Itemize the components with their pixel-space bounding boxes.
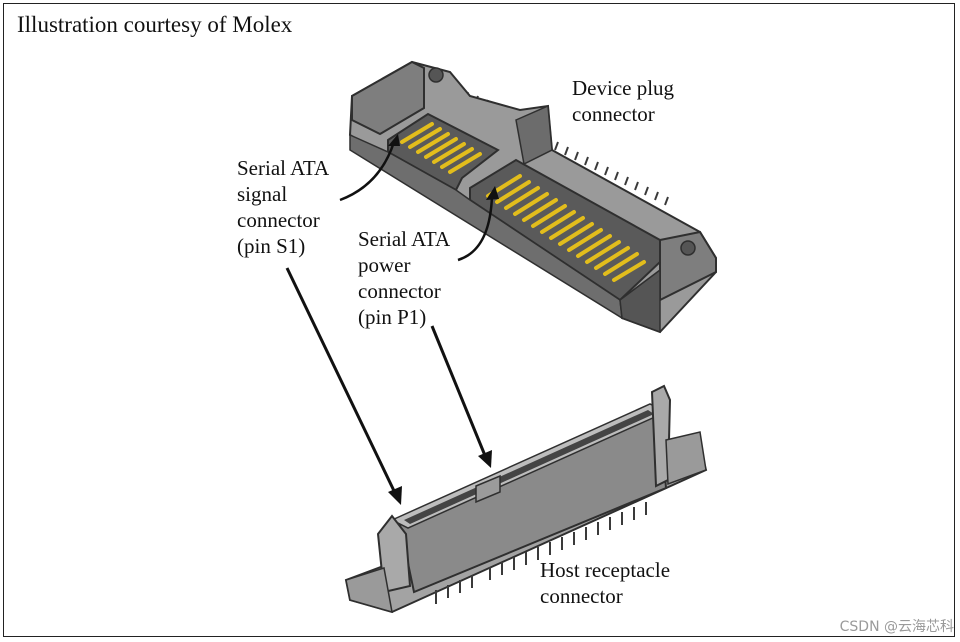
power-connector-label-line4: (pin P1) [358,305,427,329]
host-receptacle-label-line2: connector [540,584,623,608]
host-arrowhead-signal [388,486,402,505]
signal-connector-label-line4: (pin S1) [237,234,306,258]
host-pointer-arrows [285,267,488,496]
source-watermark: CSDN @云海芯科 [839,619,954,635]
signal-arrowhead [388,134,400,146]
pointer-arrows [339,141,494,262]
host-receptacle-label-line1: Host receptacle [540,558,671,582]
power-connector-label-line3: connector [358,279,441,303]
figure-title: Illustration courtesy of Molex [17,12,293,37]
host-receptacle-connector [344,384,708,614]
power-arrowhead [486,186,499,200]
signal-contacts [400,122,482,174]
signal-connector-label-line2: signal [237,182,288,206]
signal-connector-label-line1: Serial ATA [237,156,330,180]
power-connector-label-line2: power [358,253,411,277]
device-plug-label-line1: Device plug [572,76,675,100]
power-connector-label-line1: Serial ATA [358,227,451,251]
device-plug-label-line2: connector [572,102,655,126]
signal-connector-label-line3: connector [237,208,320,232]
host-arrowhead-power [478,450,492,468]
